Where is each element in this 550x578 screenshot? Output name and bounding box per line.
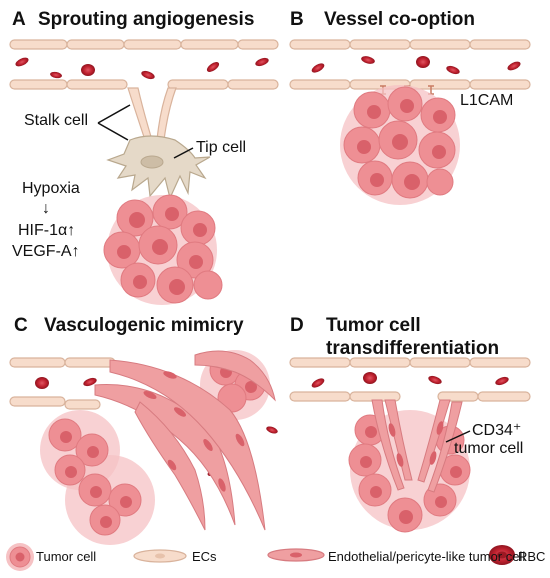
panel-b-letter: B xyxy=(290,9,304,30)
panel-d-elongated-nuclei xyxy=(388,421,444,467)
hypoxia-arrow: ↓ xyxy=(42,200,50,217)
panel-a-tip-cell xyxy=(106,135,211,200)
l1cam-label: L1CAM xyxy=(460,92,514,109)
stalk-cell-label: Stalk cell xyxy=(24,112,89,129)
vegf-label: VEGF-A↑ xyxy=(12,243,80,260)
legend-tumor-cell-label: Tumor cell xyxy=(36,549,97,564)
hif-label: HIF-1α↑ xyxy=(18,222,76,239)
panel-a-title: Sprouting angiogenesis xyxy=(38,9,255,30)
legend-ecs-swatch xyxy=(133,549,187,563)
panel-c-vessel-top-wall xyxy=(9,357,116,368)
hypoxia-label: Hypoxia xyxy=(22,180,80,197)
panel-b-rbcs xyxy=(311,56,521,75)
tip-pointer-line xyxy=(173,147,194,159)
panel-d-title-line2: transdifferentiation xyxy=(326,338,500,359)
panel-a-vessel-bottom-wall xyxy=(9,79,279,90)
legend-rbc-swatch xyxy=(489,545,515,565)
panel-a-stalk-cells xyxy=(127,87,177,141)
cd34-label-line2: tumor cell xyxy=(454,440,524,457)
panel-a-letter: A xyxy=(12,9,26,30)
panel-d-vessel-bottom-wall xyxy=(289,391,531,402)
legend-endothelial-like-swatch xyxy=(267,548,325,562)
panel-d-letter: D xyxy=(290,315,304,336)
panel-c-letter: C xyxy=(14,315,28,336)
legend-rbc-label: RBC xyxy=(518,549,546,564)
panel-a-vessel-top-wall xyxy=(9,39,279,50)
panel-a-tumor-cluster xyxy=(103,194,223,305)
panel-b-vessel-bottom-wall xyxy=(289,79,531,90)
panel-d-title-line1: Tumor cell xyxy=(326,315,421,336)
stalk-pointer-lines xyxy=(97,104,131,141)
panel-d-rbcs xyxy=(311,372,509,388)
panel-d-vessel-top-wall xyxy=(289,357,531,368)
cd34-pointer-line xyxy=(445,430,471,443)
panel-c-tumor-clusters xyxy=(40,350,270,545)
panel-c-vessel-bottom-wall xyxy=(9,396,101,410)
legend-ecs-label: ECs xyxy=(192,549,217,564)
tip-cell-label: Tip cell xyxy=(196,139,247,156)
panel-b-title: Vessel co-option xyxy=(324,9,475,30)
panel-c-elongated-nuclei xyxy=(143,371,245,492)
legend-endothelial-like-label: Endothelial/pericyte-like tumor cell xyxy=(328,549,526,564)
cd34-label-line1: CD34⁺ xyxy=(472,422,522,439)
panel-d-transdifferentiated-cells xyxy=(371,399,463,493)
panel-c-title: Vasculogenic mimicry xyxy=(44,315,244,336)
legend-tumor-cell-swatch xyxy=(6,543,34,571)
panel-a-rbcs xyxy=(15,57,269,80)
panel-b-vessel-top-wall xyxy=(289,39,531,50)
panel-b-tumor-cluster xyxy=(340,85,460,205)
